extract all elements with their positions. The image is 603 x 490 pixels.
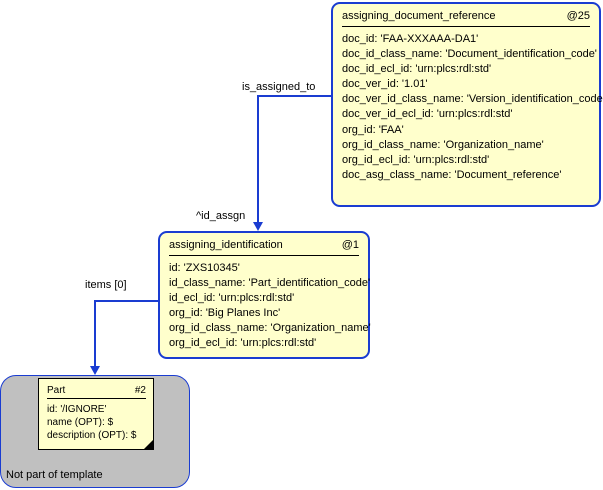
attribute: org_id_class_name: 'Organization_name' xyxy=(342,138,544,151)
attribute: description (OPT): $ xyxy=(47,430,137,441)
attribute: id_class_name: 'Part_identification_code… xyxy=(169,277,371,290)
items-arrowhead xyxy=(90,366,100,375)
attribute: doc_ver_id_ecl_id: 'urn:plcs:rdl:std' xyxy=(342,108,513,121)
items-label: items [0] xyxy=(85,279,127,291)
entity-id: #2 xyxy=(134,385,146,396)
attribute-list: id: 'ZXS10345' id_class_name: 'Part_iden… xyxy=(169,261,371,352)
entity-name: assigning_document_reference xyxy=(342,10,496,22)
attribute-list: doc_id: 'FAA-XXXAAA-DA1' doc_id_class_na… xyxy=(342,32,603,183)
entity-id: @25 xyxy=(566,10,590,22)
assigning-identification-box[interactable]: assigning_identification @1 id: 'ZXS1034… xyxy=(158,231,371,359)
entity-header: assigning_identification @1 xyxy=(169,239,359,256)
attribute: id: '/IGNORE' xyxy=(47,404,107,415)
attribute: doc_id_class_name: 'Document_identificat… xyxy=(342,48,597,61)
attribute: org_id: 'FAA' xyxy=(342,123,404,136)
id-assgn-label: ^id_assgn xyxy=(196,210,246,222)
entity-header: assigning_document_reference @25 xyxy=(342,10,590,27)
assigning-document-reference-box[interactable]: assigning_document_reference @25 doc_id:… xyxy=(331,2,603,207)
non-template-label: Not part of template xyxy=(6,469,103,481)
entity-header: Part #2 xyxy=(47,385,146,399)
is-assigned-to-arrowhead xyxy=(253,222,263,231)
attribute: org_id_class_name: 'Organization_name' xyxy=(169,322,371,335)
part-box[interactable]: Part #2 id: '/IGNORE' name (OPT): $ desc… xyxy=(38,378,154,450)
attribute: doc_ver_id_class_name: 'Version_identifi… xyxy=(342,93,603,106)
is-assigned-to-connector xyxy=(257,95,331,223)
entity-id: @1 xyxy=(341,239,359,251)
attribute: doc_ver_id: '1.01' xyxy=(342,78,428,91)
attribute: org_id_ecl_id: 'urn:plcs:rdl:std' xyxy=(342,153,490,166)
attribute: org_id_ecl_id: 'urn:plcs:rdl:std' xyxy=(169,337,317,350)
attribute: name (OPT): $ xyxy=(47,417,114,428)
attribute: doc_asg_class_name: 'Document_reference' xyxy=(342,168,562,181)
attribute: id_ecl_id: 'urn:plcs:rdl:std' xyxy=(169,292,295,305)
attribute: doc_id: 'FAA-XXXAAA-DA1' xyxy=(342,33,479,45)
attribute: org_id: 'Big Planes Inc' xyxy=(169,307,281,320)
entity-name: assigning_identification xyxy=(169,239,283,251)
attribute: doc_id_ecl_id: 'urn:plcs:rdl:std' xyxy=(342,63,492,76)
is-assigned-to-label: is_assigned_to xyxy=(242,81,316,93)
attribute-list: id: '/IGNORE' name (OPT): $ description … xyxy=(47,403,136,442)
items-connector xyxy=(94,300,158,367)
folded-corner-icon xyxy=(144,440,153,449)
attribute: id: 'ZXS10345' xyxy=(169,262,240,274)
entity-name: Part xyxy=(47,385,66,396)
